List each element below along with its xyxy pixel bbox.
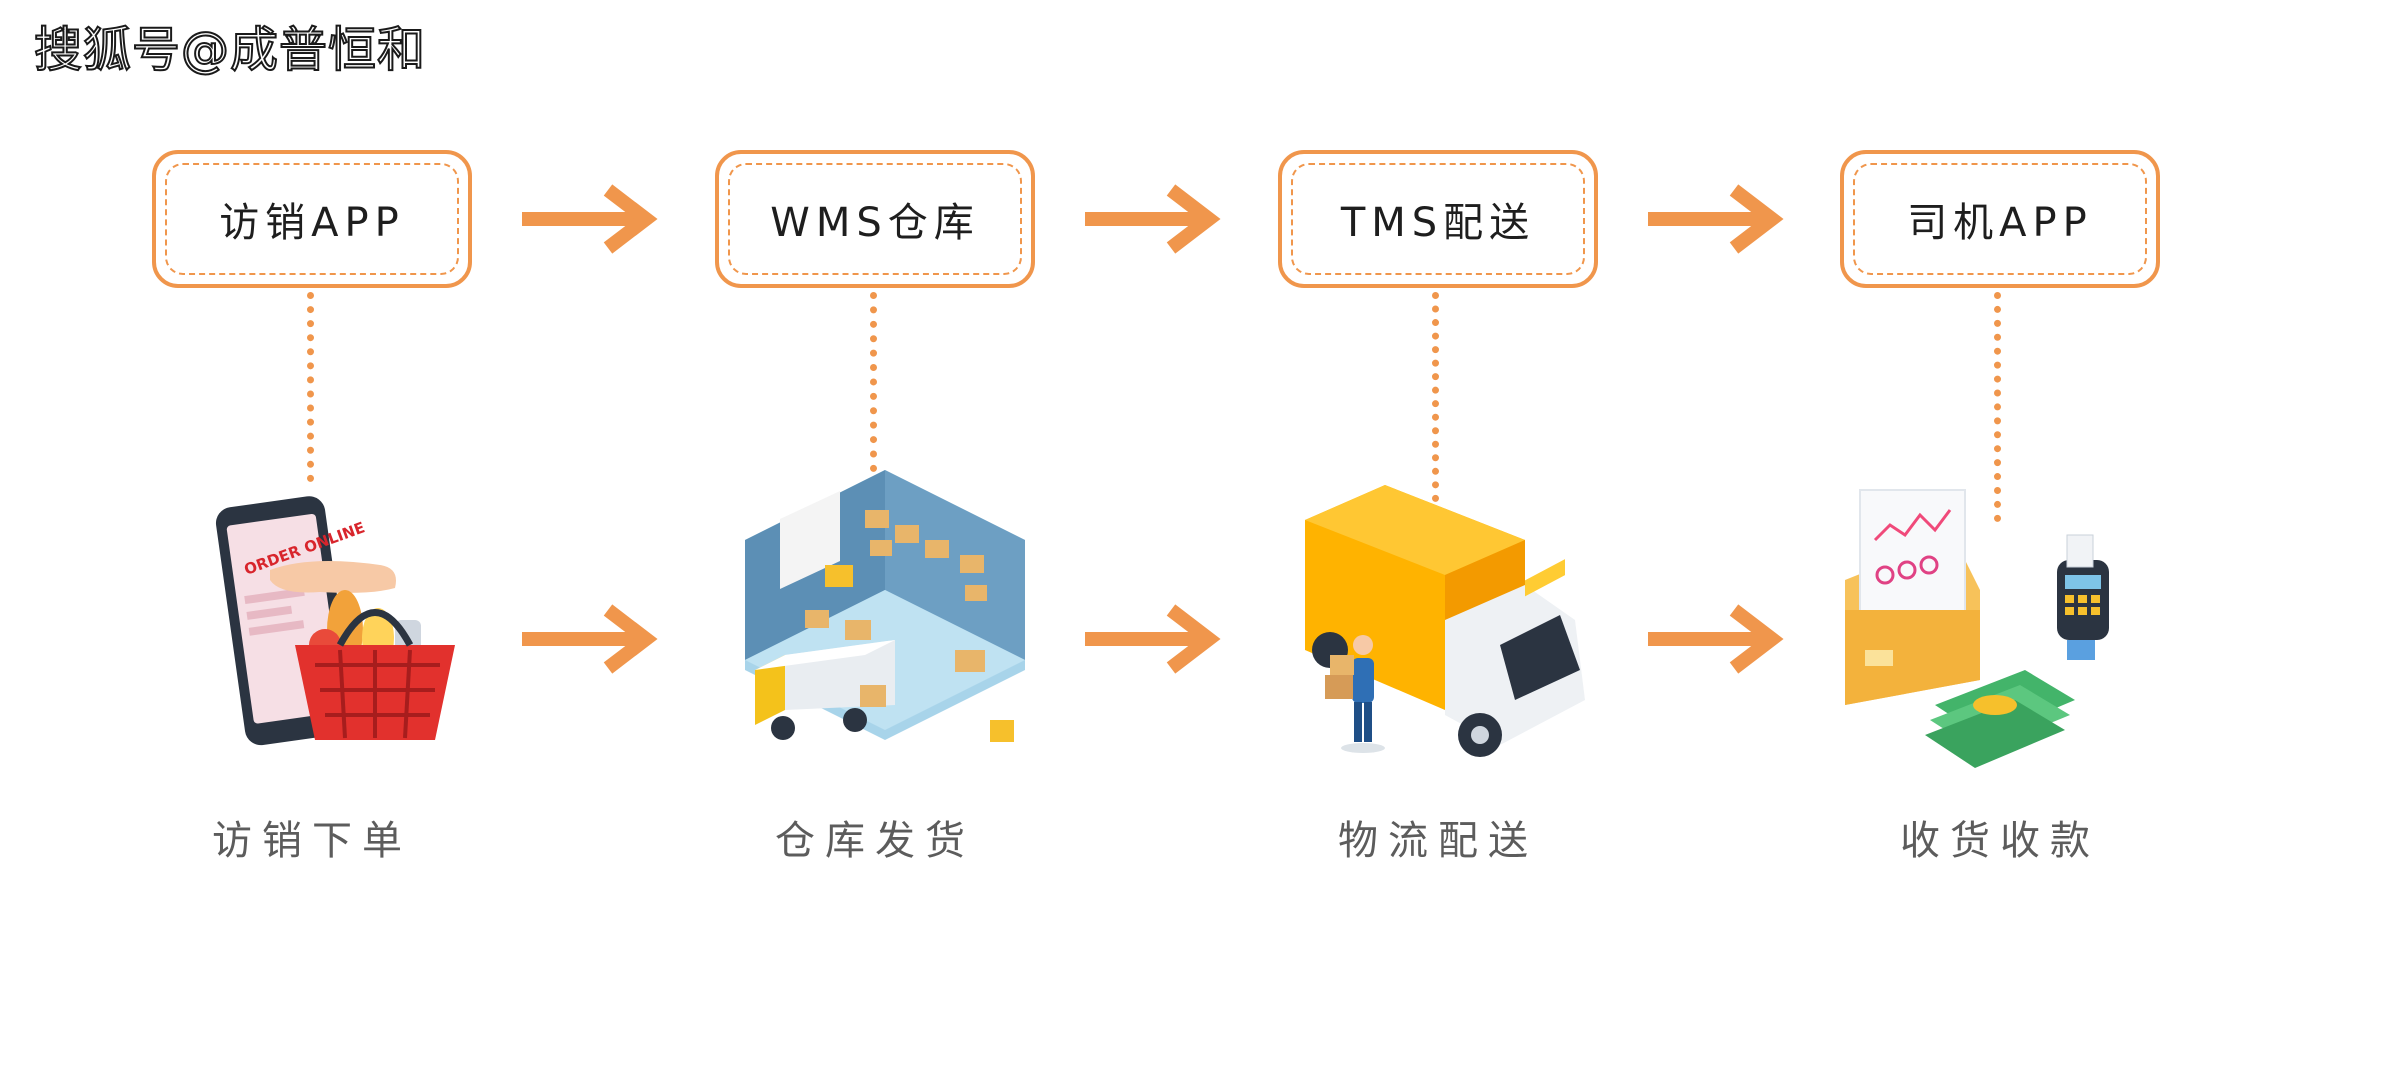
arrow-right-icon	[1648, 604, 1784, 674]
arrow-right-icon	[1085, 184, 1221, 254]
system-box-driver-app: 司机APP	[1840, 150, 2160, 288]
dotted-connector	[1432, 292, 1439, 502]
payment-receipt-cash-icon	[1845, 489, 2109, 768]
system-label: 司机APP	[1907, 200, 2093, 246]
dotted-connector	[870, 292, 877, 472]
step-caption-visit-order: 访销下单	[212, 818, 412, 864]
system-label: WMS仓库	[770, 200, 980, 246]
system-label: TMS配送	[1340, 200, 1536, 246]
step-caption-receive-payment: 收货收款	[1900, 818, 2100, 864]
dotted-connector	[1994, 292, 2001, 522]
arrow-right-icon	[1085, 604, 1221, 674]
system-box-visit-sales-app: 访销APP	[152, 150, 472, 288]
arrow-right-icon	[1648, 184, 1784, 254]
step-caption-logistics-delivery: 物流配送	[1338, 818, 1538, 864]
system-label: 访销APP	[219, 200, 405, 246]
step-caption-warehouse-ship: 仓库发货	[775, 818, 975, 864]
arrow-right-icon	[522, 184, 658, 254]
system-box-tms-delivery: TMS配送	[1278, 150, 1598, 288]
arrow-right-icon	[522, 604, 658, 674]
watermark: 搜狐号@成普恒和	[33, 21, 427, 79]
delivery-truck-courier-icon	[1305, 485, 1585, 757]
dotted-connector	[307, 292, 314, 482]
system-box-wms-warehouse: WMS仓库	[715, 150, 1035, 288]
order-online-phone-basket-icon: ORDER ONLINE	[215, 496, 455, 746]
warehouse-shipping-icon	[745, 470, 1025, 742]
